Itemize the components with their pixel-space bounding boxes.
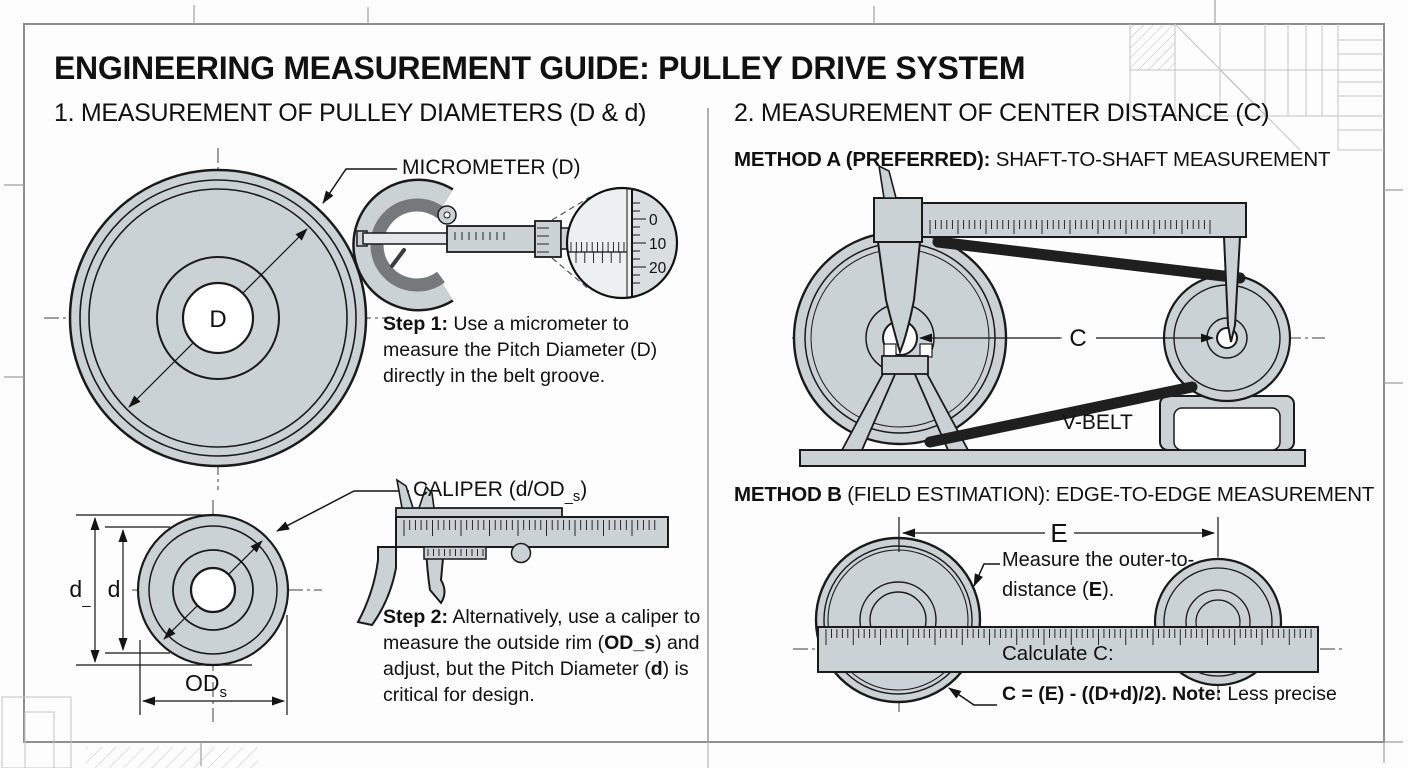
spindle [362,232,456,245]
decoration-bottom-left [1,696,258,768]
center-distance-formula: C = (E) - ((D+d)/2). Note: Less precise [1002,683,1337,705]
measure-note: Measure the outer-to- distance (E). [1002,545,1272,605]
fixed-jaw [356,546,397,627]
method-a-diagram: C [792,164,1325,467]
caliper-beam [395,516,669,548]
dim-label-d-outer: d_ [69,576,91,608]
method-b-heading: METHOD B (FIELD ESTIMATION): EDGE-TO-EDG… [734,483,1375,506]
method-a-heading: METHOD A (PREFERRED): SHAFT-TO-SHAFT MEA… [734,148,1331,171]
thimble [534,220,562,258]
inset-scale-20: 20 [649,260,667,277]
dim-label-ODs: ODs [185,670,227,701]
base-plate [799,449,1306,467]
section1-heading: 1. MEASUREMENT OF PULLEY DIAMETERS (D & … [54,99,647,127]
caliper-illustration [276,478,669,627]
vertical-dimensions: d_ d [69,514,252,666]
hatch-band [86,747,258,768]
measure-note-line1: Measure the outer-to- [1002,549,1195,571]
calculate-label: Calculate C: [1002,642,1114,665]
step1-text: Step 1: Use a micrometer to measure the … [383,313,658,387]
measure-note-line2: distance (E). [1002,579,1115,601]
caliper-label-leader [276,490,409,532]
step1-label: Step 1: [383,313,449,335]
magnifier-inset: 0 10 20 [551,186,679,300]
thumb-roller [510,542,532,564]
micrometer-illustration [352,178,603,312]
a-frame-stand [840,355,970,451]
step2-label: Step 2: [383,606,449,628]
large-caliper [873,164,1247,356]
pulley-center-label-D: D [209,306,226,333]
section2-heading: 2. MEASUREMENT OF CENTER DISTANCE (C) [734,99,1270,127]
v-belt-label: V-BELT [1062,411,1133,434]
large-pulley-diagram: D [44,148,394,490]
od-dimension: ODs [139,615,288,715]
dim-label-d-inner: d [108,576,121,602]
page-title: ENGINEERING MEASUREMENT GUIDE: PULLEY DR… [54,50,1026,86]
measure-note-leader [973,563,1000,587]
frame-lining [370,198,445,292]
caliper-right-arm [1222,236,1242,343]
v-belt [924,236,1246,448]
formula-leader [948,687,997,706]
method-b-diagram: E [793,517,1343,712]
inset-scale-10: 10 [649,236,667,253]
sliding-jaw [424,546,446,605]
caliper-left-jaw [876,241,922,356]
barrel [446,225,536,253]
sheet-frame [4,0,1403,768]
center-distance-label-C: C [1069,325,1086,352]
micrometer-label-leader [322,168,397,204]
small-pulley-diagram: d_ d ODs [69,500,322,722]
dim-label-E: E [1050,518,1067,548]
step2-text: Step 2: Alternatively, use a caliper to … [383,606,701,706]
micrometer-label: MICROMETER (D) [402,156,581,179]
ruler [817,626,1319,673]
large-pulley [814,536,982,704]
inset-scale-0: 0 [649,212,658,229]
lock-lever [390,248,406,268]
caliper-label: CALIPER (d/OD_s) [413,478,588,506]
title-block-decoration-top-right [1129,23,1384,151]
e-dimension: E [898,517,1219,556]
